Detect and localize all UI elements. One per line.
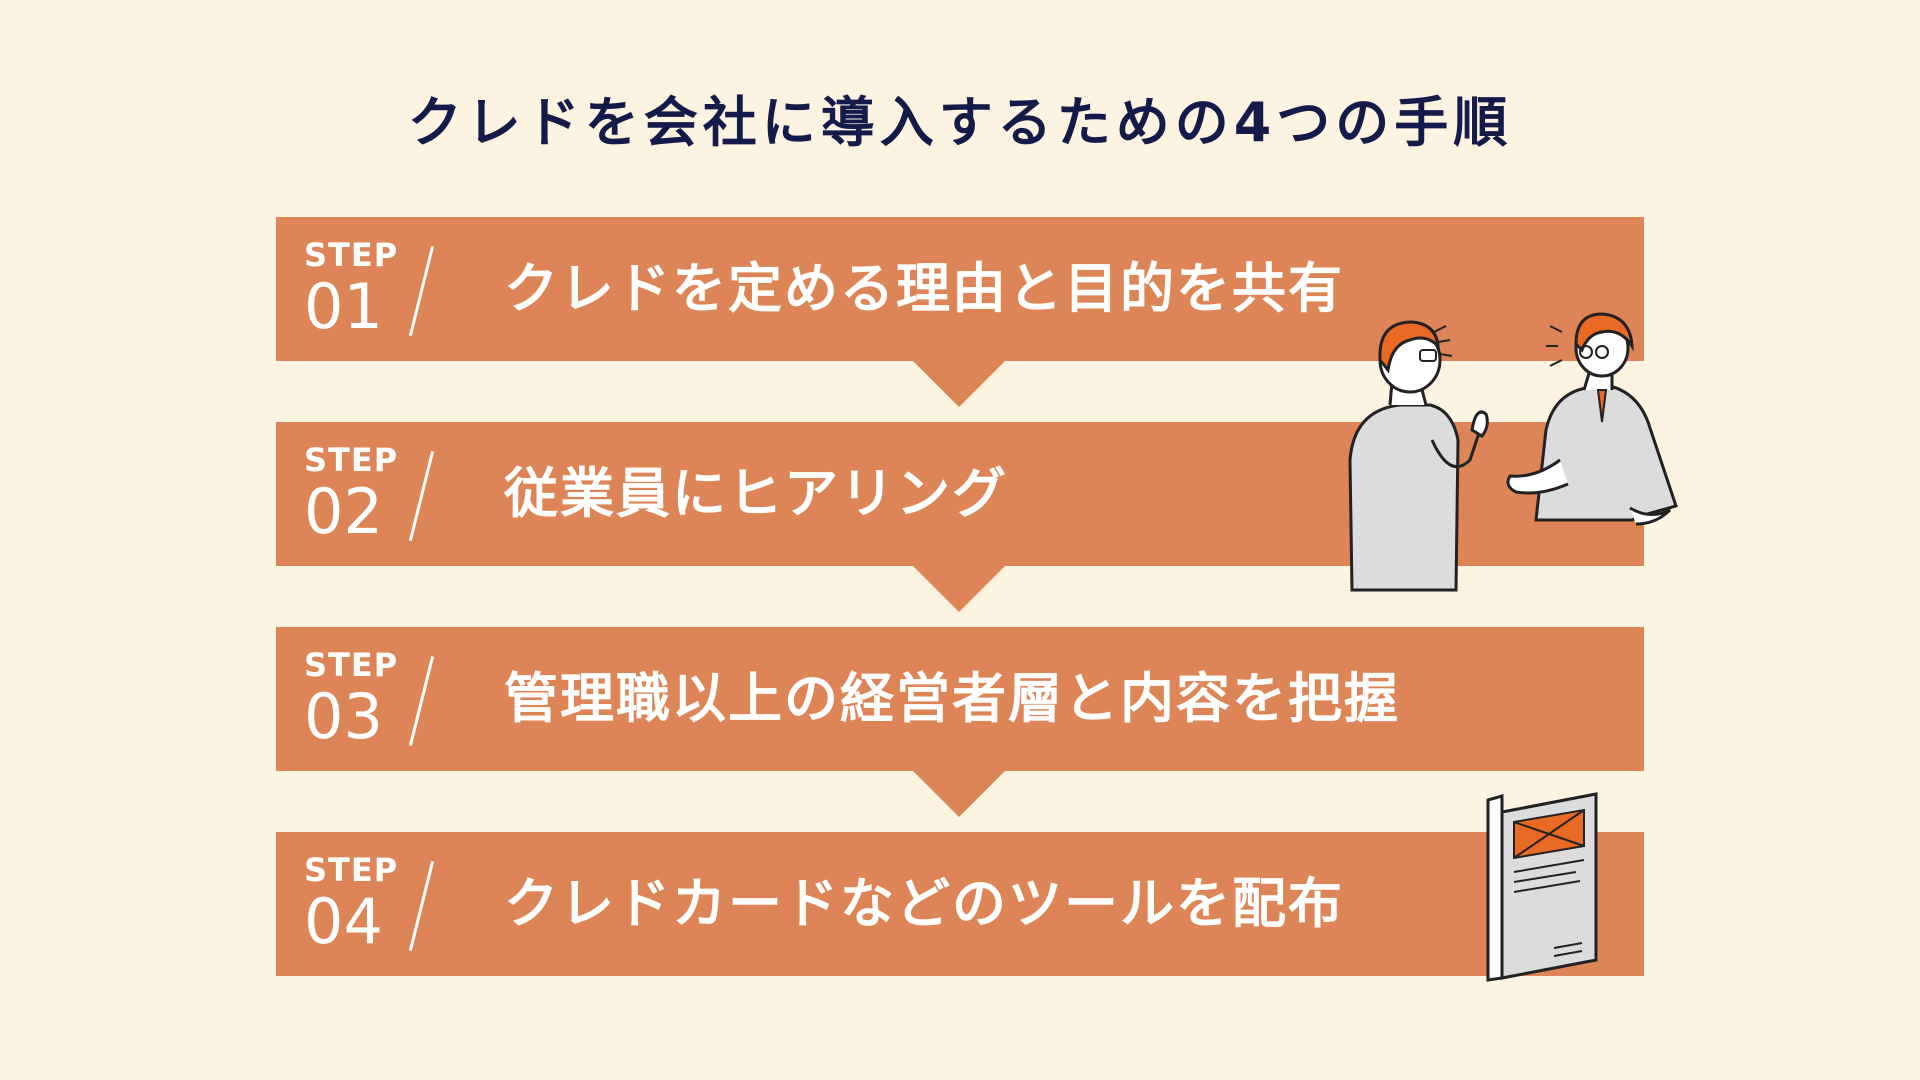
step-label: STEP <box>304 851 399 889</box>
step-03-bar: STEP 03 管理職以上の経営者層と内容を把握 <box>276 627 1644 771</box>
step-text: 従業員にヒアリング <box>504 462 1008 525</box>
down-arrow <box>913 771 1005 817</box>
step-label: STEP <box>304 441 399 479</box>
down-arrow <box>913 566 1005 612</box>
credo-card-illustration <box>1486 792 1598 982</box>
step-number: 03 <box>304 680 383 753</box>
step-label: STEP <box>304 236 399 274</box>
step-number: 04 <box>304 885 383 958</box>
people-talking-illustration <box>1348 312 1678 592</box>
page-title: クレドを会社に導入するための4つの手順 <box>407 91 1513 154</box>
down-arrow <box>913 361 1005 407</box>
step-number: 02 <box>304 475 383 548</box>
step-text: クレドを定める理由と目的を共有 <box>504 257 1344 320</box>
step-text: クレドカードなどのツールを配布 <box>504 872 1344 935</box>
step-01-bar: STEP 01 クレドを定める理由と目的を共有 <box>276 217 1644 361</box>
step-04-bar: STEP 04 クレドカードなどのツールを配布 <box>276 832 1644 976</box>
step-text: 管理職以上の経営者層と内容を把握 <box>504 667 1400 730</box>
step-label: STEP <box>304 646 399 684</box>
step-number: 01 <box>304 270 383 343</box>
